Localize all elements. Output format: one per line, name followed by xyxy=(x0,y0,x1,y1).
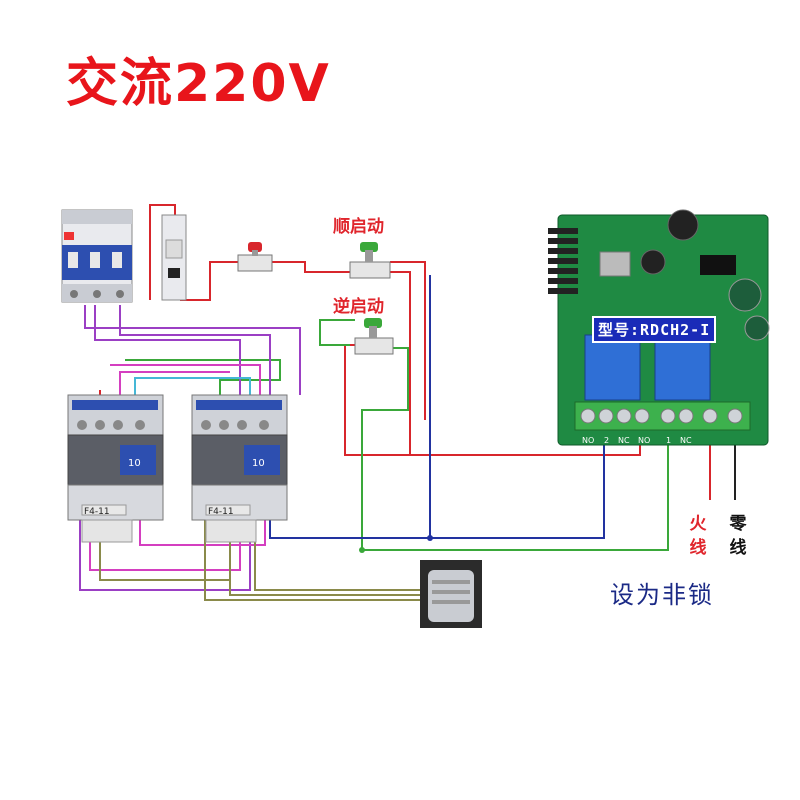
circuit-breaker-1p xyxy=(161,214,187,301)
terminal-label: NO xyxy=(582,436,594,445)
contactor-2-aux: F4-11 xyxy=(208,507,234,517)
reverse-start-button xyxy=(354,318,394,355)
wires-pink xyxy=(89,364,266,571)
forward-start-button xyxy=(349,242,391,279)
circuit-breaker-3p xyxy=(61,209,133,303)
wires-cyan xyxy=(134,377,251,395)
terminal-label: NC xyxy=(680,436,692,445)
contactor-2 xyxy=(191,394,288,543)
terminal-labels: NO 2 NC NO 1 NC xyxy=(582,436,692,445)
wires-purple xyxy=(79,305,301,591)
live-wire-label: 火线 xyxy=(689,514,707,558)
wires-olive xyxy=(99,500,420,601)
forward-start-label: 顺启动 xyxy=(333,217,384,237)
wires-blue xyxy=(269,275,605,539)
reverse-start-label: 逆启动 xyxy=(333,297,384,317)
terminal-label: NC xyxy=(618,436,630,445)
model-label: 型号:RDCH2-I xyxy=(592,316,717,343)
neutral-wire-label: 零线 xyxy=(729,514,747,558)
motor xyxy=(420,560,482,628)
contactor-2-rating: 10 xyxy=(252,458,265,469)
contactor-1-aux: F4-11 xyxy=(84,507,110,517)
terminal-label: NO xyxy=(638,436,650,445)
non-latching-note: 设为非锁 xyxy=(610,581,714,609)
contactor-1 xyxy=(67,394,164,543)
terminal-label: 2 xyxy=(604,436,609,445)
terminal-label: 1 xyxy=(666,436,671,445)
contactor-1-rating: 10 xyxy=(128,458,141,469)
wires-green xyxy=(125,319,669,551)
wire-junctions xyxy=(359,535,433,553)
page-title: 交流220V xyxy=(66,54,331,114)
stop-button xyxy=(237,242,273,272)
